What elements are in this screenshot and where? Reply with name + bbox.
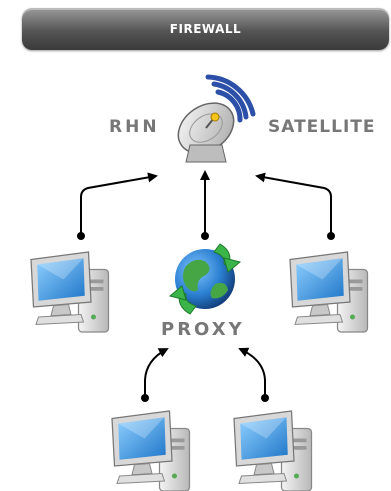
computer-icon <box>289 251 369 333</box>
satellite-dish-icon <box>177 74 256 163</box>
computer-icon <box>233 410 313 491</box>
connection-dots <box>77 232 335 402</box>
computer-icon <box>111 410 191 491</box>
globe-sync-icon <box>168 243 242 315</box>
firewall-bar: FIREWALL <box>22 8 389 50</box>
rhn-label: RHN <box>109 117 160 137</box>
computer-icon <box>30 251 110 333</box>
connection-arrows <box>80 170 332 398</box>
proxy-label: PROXY <box>161 319 245 340</box>
firewall-label: FIREWALL <box>169 22 242 36</box>
satellite-label: SATELLITE <box>268 117 376 137</box>
